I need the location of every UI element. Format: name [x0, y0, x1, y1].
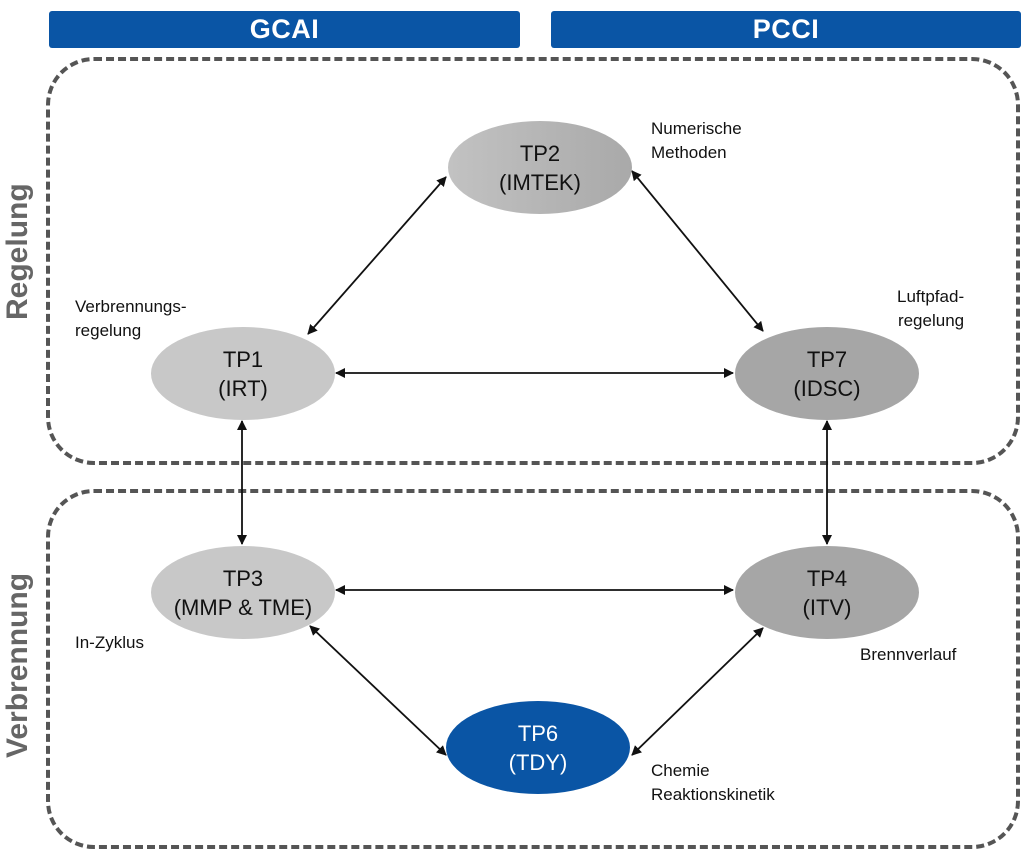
arrow-tp3-tp6 [309, 625, 447, 756]
node-tp3-subtitle: (MMP & TME) [173, 594, 313, 620]
node-tp1: TP1 (IRT) [151, 327, 335, 420]
pcci-header: PCCI [551, 11, 1021, 48]
arrow-tp4-tp6 [631, 627, 764, 756]
note-tp6-line: Chemie [651, 761, 710, 780]
note-tp3: In-Zyklus [75, 631, 144, 655]
node-tp2-title: TP2 [519, 140, 561, 166]
gcai-header-label: GCAI [249, 14, 320, 44]
node-tp1-title: TP1 [222, 346, 264, 372]
note-tp4-line: Brennverlauf [860, 645, 957, 664]
node-tp3: TP3 (MMP & TME) [151, 546, 335, 639]
note-tp1-line: Verbrennungs- [75, 297, 187, 316]
note-tp1: Verbrennungs- regelung [75, 295, 187, 343]
note-tp7-line: regelung [897, 311, 965, 330]
node-tp6-title: TP6 [517, 720, 559, 746]
node-tp6: TP6 (TDY) [446, 701, 630, 794]
note-tp1-line: regelung [75, 321, 142, 340]
node-tp1-subtitle: (IRT) [218, 375, 268, 401]
node-tp6-subtitle: (TDY) [508, 749, 568, 775]
node-tp2: TP2 (IMTEK) [448, 121, 632, 214]
regelung-region [46, 57, 1020, 465]
note-tp7: Luftpfad- regelung [897, 285, 964, 333]
pcci-header-label: PCCI [752, 14, 820, 44]
note-tp2: Numerische Methoden [651, 117, 742, 165]
node-tp4-subtitle: (ITV) [802, 594, 852, 620]
node-tp4-title: TP4 [806, 565, 848, 591]
gcai-header: GCAI [49, 11, 520, 48]
note-tp6: Chemie Reaktionskinetik [651, 759, 775, 807]
note-tp3-line: In-Zyklus [75, 633, 144, 652]
arrow-tp2-tp7 [631, 170, 764, 332]
node-tp4: TP4 (ITV) [735, 546, 919, 639]
node-tp7-title: TP7 [806, 346, 848, 372]
arrow-tp1-tp2 [307, 176, 447, 335]
note-tp6-line: Reaktionskinetik [651, 785, 775, 804]
node-tp3-title: TP3 [222, 565, 264, 591]
note-tp4: Brennverlauf [860, 643, 956, 667]
note-tp2-line: Methoden [651, 143, 727, 162]
node-tp7: TP7 (IDSC) [735, 327, 919, 420]
note-tp7-line: Luftpfad- [897, 287, 965, 306]
node-tp7-subtitle: (IDSC) [793, 375, 861, 401]
verbrennung-region [46, 489, 1020, 849]
node-tp2-subtitle: (IMTEK) [499, 169, 581, 195]
note-tp2-line: Numerische [651, 119, 742, 138]
